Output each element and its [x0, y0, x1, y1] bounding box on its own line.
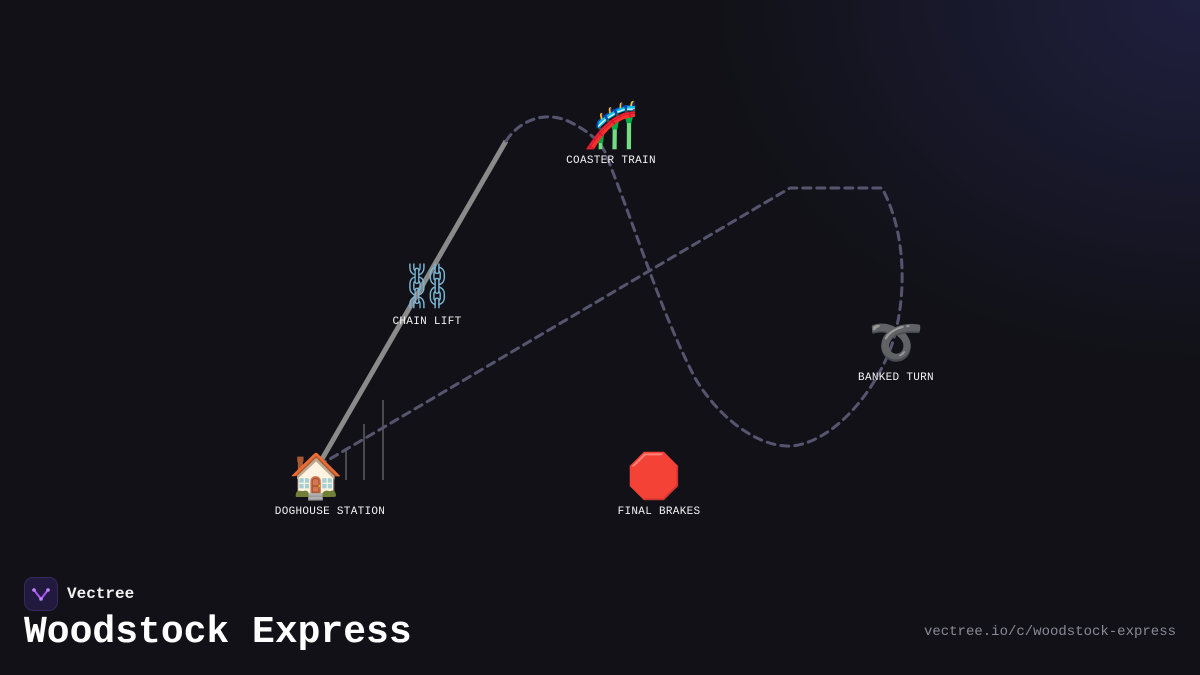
node-label: FINAL BRAKES — [617, 506, 701, 518]
node-label: DOGHOUSE STATION — [274, 506, 386, 518]
brand[interactable]: Vectree — [24, 577, 134, 611]
brand-name: Vectree — [67, 585, 135, 603]
vectree-logo-icon — [24, 577, 58, 611]
node-label: COASTER TRAIN — [566, 155, 656, 167]
node-chain-lift: ⛓ CHAIN LIFT — [392, 261, 462, 329]
chain-icon: ⛓ — [399, 261, 455, 312]
node-label: BANKED TURN — [858, 372, 934, 384]
node-coaster-train: 🎢 COASTER TRAIN — [566, 100, 656, 168]
node-banked-turn: ➰ BANKED TURN — [858, 317, 934, 385]
roller-coaster-icon: 🎢 — [583, 100, 639, 151]
page-title: Woodstock Express — [24, 611, 412, 654]
node-doghouse-station: 🏠 DOGHOUSE STATION — [274, 452, 386, 519]
curly-loop-icon: ➰ — [868, 317, 924, 368]
coaster-dashed-track — [316, 115, 904, 468]
node-label: CHAIN LIFT — [392, 316, 462, 328]
house-icon: 🏠 — [288, 451, 344, 502]
node-final-brakes: 🛑 FINAL BRAKES — [617, 452, 701, 519]
lift-hill-track — [315, 139, 509, 468]
share-url[interactable]: vectree.io/c/woodstock-express — [923, 624, 1176, 640]
stop-sign-icon: 🛑 — [626, 451, 682, 502]
